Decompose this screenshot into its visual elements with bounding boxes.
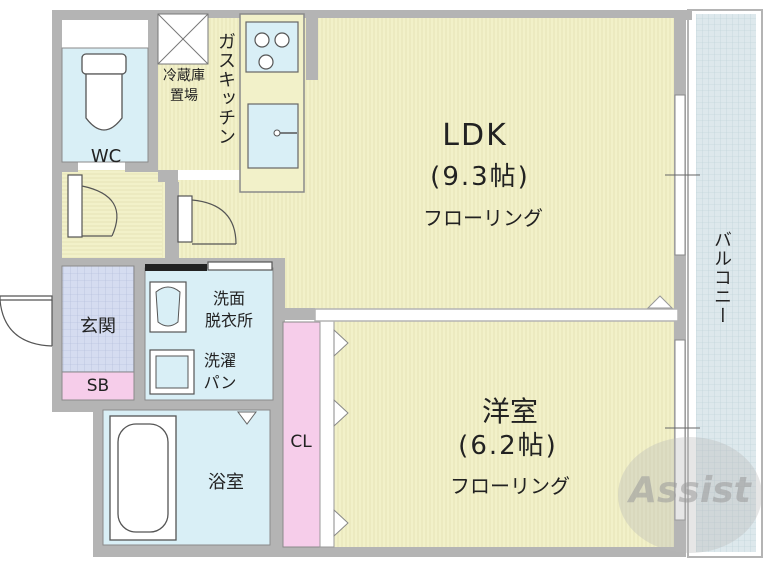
ldk-floor-type: フローリング [423, 206, 543, 230]
ldk-floor [318, 18, 674, 310]
balcony [687, 9, 763, 558]
kitchen-label: ガスキッチン [215, 32, 236, 146]
bath-label: 浴室 [208, 472, 244, 493]
assist-watermark: Assist [629, 470, 751, 511]
ldk-size: (9.3帖) [430, 162, 530, 192]
partition-mark [646, 295, 674, 309]
balcony-label: バルコニー [711, 230, 732, 325]
entrance-area [61, 265, 135, 401]
western-floor [320, 320, 674, 547]
western-floor-type: フローリング [450, 474, 570, 498]
western-name: 洋室 [481, 395, 538, 428]
closet-label: CL [290, 432, 312, 452]
doors [0, 174, 273, 347]
wc-label: WC [90, 146, 122, 167]
washroom-label: 洗面 脱衣所 [204, 289, 253, 330]
bathroom [102, 409, 271, 546]
sb-label: SB [86, 376, 110, 396]
fridge-label: 冷蔵庫 置場 [163, 68, 205, 104]
closet [282, 319, 349, 548]
washroom [144, 264, 274, 401]
sliding-partition [314, 308, 679, 322]
wc-room [61, 47, 149, 163]
fridge-space [157, 13, 209, 65]
washpan-label: 洗濯 パン [203, 351, 237, 392]
entrance-label: 玄関 [80, 316, 116, 337]
western-size: (6.2帖) [458, 431, 558, 461]
ldk-name: LDK [442, 118, 508, 153]
kitchen-counter [239, 13, 305, 193]
assist-watermark-logo [618, 437, 762, 553]
